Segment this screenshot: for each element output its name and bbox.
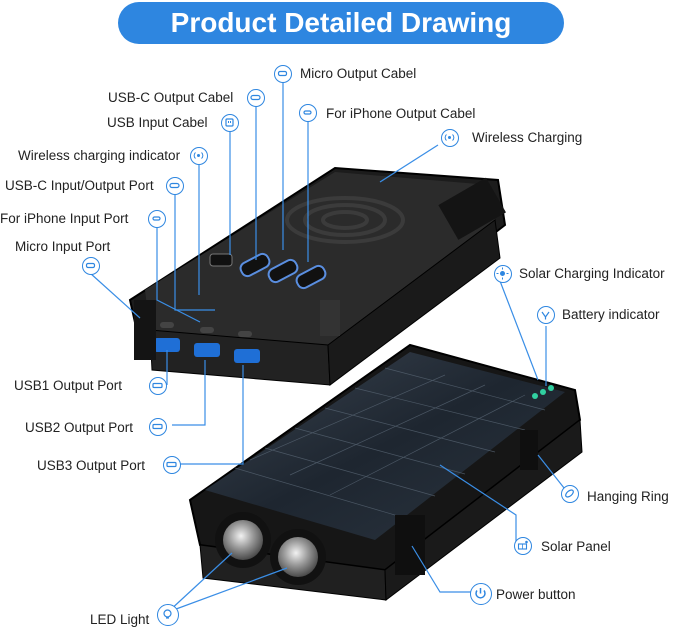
label-battery-indicator: Battery indicator <box>562 307 660 322</box>
usb-a-icon <box>221 114 239 132</box>
label-wireless-charging: Wireless Charging <box>472 130 583 145</box>
callout-lines <box>89 82 569 613</box>
label-micro-input-port: Micro Input Port <box>15 239 111 254</box>
sun-icon <box>494 265 512 283</box>
lightning-input-icon <box>148 210 166 228</box>
wireless-indicator-icon <box>190 147 208 165</box>
label-led-light: LED Light <box>90 612 150 627</box>
label-power-button: Power button <box>496 587 576 602</box>
light-bulb-icon <box>157 604 179 626</box>
usb1-icon <box>149 377 167 395</box>
label-hanging-ring: Hanging Ring <box>587 489 669 504</box>
solar-panel-icon <box>514 537 532 555</box>
label-usb3-output-port: USB3 Output Port <box>37 458 146 473</box>
hanging-ring-icon <box>561 485 579 503</box>
wireless-charging-icon <box>441 129 459 147</box>
micro-usb-icon <box>274 65 292 83</box>
label-usb-c-input-output-port: USB-C Input/Output Port <box>5 178 154 193</box>
label-micro-output-cabel: Micro Output Cabel <box>300 66 417 81</box>
power-icon <box>470 583 492 605</box>
label-iphone-input-port: For iPhone Input Port <box>0 211 129 226</box>
usb-c-port-icon <box>166 177 184 195</box>
usb2-icon <box>149 418 167 436</box>
micro-input-icon <box>82 257 100 275</box>
label-usb1-output-port: USB1 Output Port <box>14 378 123 393</box>
label-solar-charging-indicator: Solar Charging Indicator <box>519 266 665 281</box>
label-usb-input-cabel: USB Input Cabel <box>107 115 208 130</box>
usb3-icon <box>163 456 181 474</box>
power-bank-top-view <box>128 166 507 386</box>
label-solar-panel: Solar Panel <box>541 539 611 554</box>
label-usb2-output-port: USB2 Output Port <box>25 420 134 435</box>
label-usb-c-output-cabel: USB-C Output Cabel <box>108 90 234 105</box>
label-iphone-output-cabel: For iPhone Output Cabel <box>326 106 476 121</box>
page-title: Product Detailed Drawing <box>118 2 564 44</box>
label-wireless-charging-indicator: Wireless charging indicator <box>18 148 181 163</box>
lightning-port-icon <box>299 104 317 122</box>
usb-c-icon <box>247 89 265 107</box>
battery-indicator-icon <box>537 306 555 324</box>
power-bank-solar-view <box>188 343 583 601</box>
